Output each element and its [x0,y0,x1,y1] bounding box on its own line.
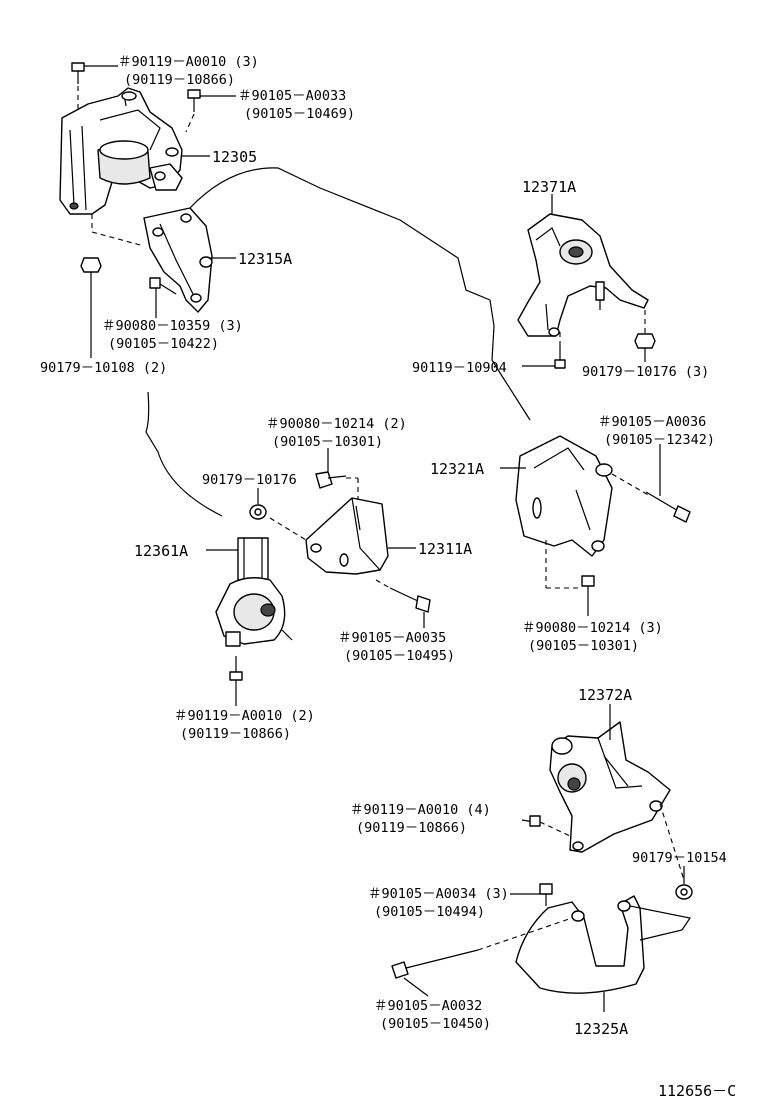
part-number-label: ＃90119－A0010 (3) [118,54,259,70]
bolt-icon [510,883,553,906]
part-number-label: 12371A [522,178,576,196]
part-12321A-bracket [515,435,613,557]
part-number-label: (90105－10495) [344,648,455,664]
part-number-label: ＃90105－A0035 [338,630,446,646]
part-12372A-mount [549,721,671,853]
part-number-label: 12311A [418,540,472,558]
part-number-label: 90179－10154 [632,850,727,866]
part-number-label: (90105－10422) [108,336,219,352]
nut-icon [249,488,267,520]
bolt-icon [149,277,177,318]
part-number-label: 90179－10176 [202,472,297,488]
part-number-label: 12372A [578,686,632,704]
part-number-label: 90179－10176 (3) [582,364,709,380]
part-number-label: 12321A [430,460,484,478]
bolt-icon [185,89,236,133]
part-number-label: ＃90119－A0010 (2) [174,708,315,724]
part-number-label: (90119－10866) [124,72,235,88]
part-12311A-bracket [305,497,389,575]
dashed-line [659,803,685,881]
part-number-label: 90119－10904 [412,360,507,376]
part-12305-engine-mount [59,87,183,215]
part-number-label: ＃90080－10214 (3) [522,620,663,636]
part-number-label: 12361A [134,542,188,560]
bolt-icon [375,579,431,628]
part-number-label: (90105－10469) [244,106,355,122]
bolt-icon [521,815,541,827]
part-number-label: (90105－10450) [380,1016,491,1032]
nut-icon [675,866,693,900]
nut-icon [80,257,102,358]
diagram-id-label: 112656－C [658,1082,736,1100]
bolt-icon [229,656,243,706]
connector-line [145,391,223,517]
part-number-label: 12315A [238,250,292,268]
nut-icon [634,310,656,362]
part-number-label: (90119－10866) [180,726,291,742]
dashed-line [539,821,571,837]
part-number-label: ＃90105－A0034 (3) [368,886,509,902]
part-number-label: (90119－10866) [356,820,467,836]
bolt-icon [315,448,347,489]
dashed-line [91,231,145,247]
connector-line [189,167,531,421]
part-number-label: (90105－10494) [374,904,485,920]
bolt-icon [581,575,595,616]
part-number-label: ＃90119－A0010 (4) [350,802,491,818]
part-12325A-bracket [515,895,691,994]
part-12371A-mount [517,213,649,337]
dashed-line [269,517,307,541]
bolt-icon [645,444,691,523]
part-number-label: ＃90105－A0032 [374,998,482,1014]
part-number-label: ＃90105－A0033 [238,88,346,104]
part-12361A-mount [215,537,293,647]
part-number-label: ＃90080－10359 (3) [102,318,243,334]
bolt-icon [522,332,566,369]
dashed-line [611,473,651,497]
part-number-label: (90105－10301) [272,434,383,450]
part-12315A-bracket [143,207,213,313]
part-number-label: ＃90105－A0036 [598,414,706,430]
part-number-label: 12305 [212,148,257,166]
long-bolt-icon [391,917,573,997]
part-number-label: 90179－10108 (2) [40,360,167,376]
part-number-label: ＃90080－10214 (2) [266,416,407,432]
part-number-label: 12325A [574,1020,628,1038]
part-number-label: (90105－12342) [604,432,715,448]
part-number-label: (90105－10301) [528,638,639,654]
bolt-icon [71,62,118,112]
